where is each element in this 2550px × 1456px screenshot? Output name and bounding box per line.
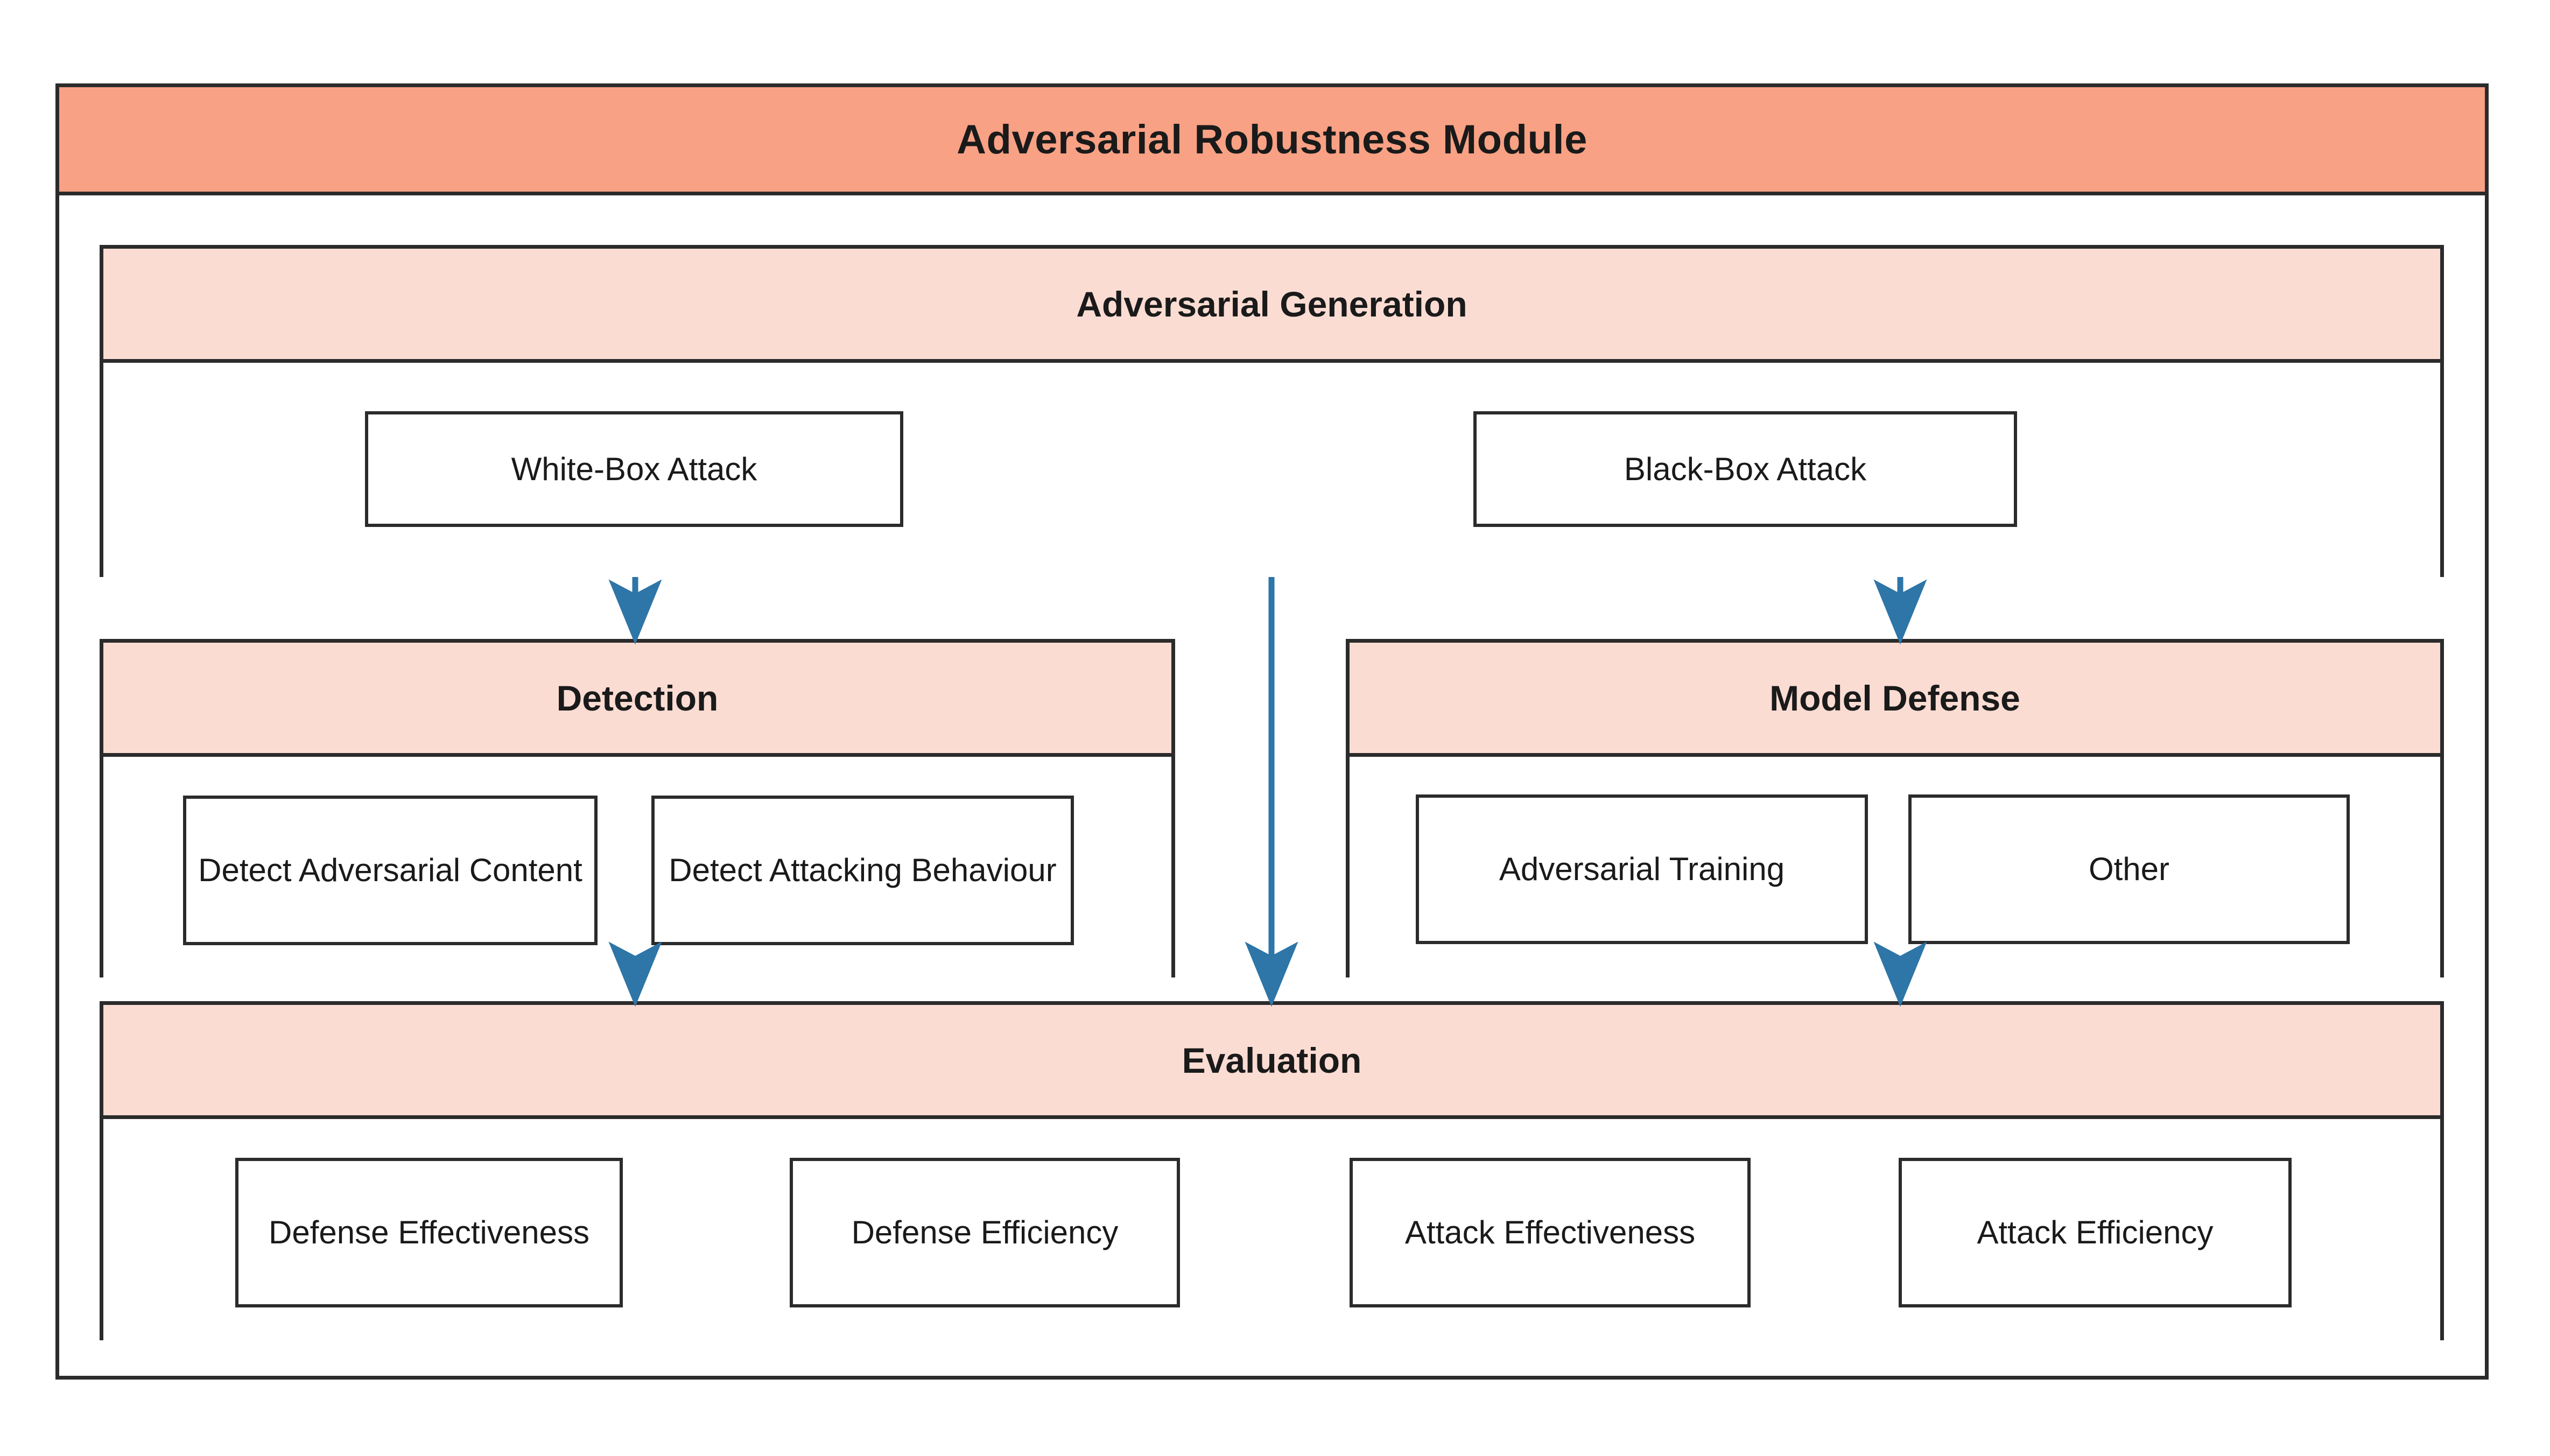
module-title-bar: Adversarial Robustness Module: [55, 83, 2489, 195]
node-attack-efficiency[interactable]: Attack Efficiency: [1899, 1158, 2292, 1307]
node-detect-adversarial-content[interactable]: Detect Adversarial Content: [183, 796, 598, 945]
section-detection: Detection Detect Adversarial Content Det…: [100, 639, 1175, 977]
node-label: Adversarial Training: [1499, 851, 1785, 888]
section-body-model-defense: Adversarial Training Other: [1350, 757, 2440, 977]
section-header-detection: Detection: [103, 643, 1171, 757]
section-body-detection: Detect Adversarial Content Detect Attack…: [103, 757, 1171, 977]
node-black-box-attack[interactable]: Black-Box Attack: [1473, 411, 2017, 527]
section-title-model-defense: Model Defense: [1769, 678, 2020, 718]
section-model-defense: Model Defense Adversarial Training Other: [1346, 639, 2444, 977]
node-white-box-attack[interactable]: White-Box Attack: [365, 411, 903, 527]
node-attack-effectiveness[interactable]: Attack Effectiveness: [1350, 1158, 1751, 1307]
node-label: Attack Efficiency: [1977, 1214, 2214, 1251]
node-other[interactable]: Other: [1908, 794, 2350, 944]
node-defense-efficiency[interactable]: Defense Efficiency: [790, 1158, 1180, 1307]
section-title-detection: Detection: [556, 678, 719, 718]
section-evaluation: Evaluation Defense Effectiveness Defense…: [100, 1001, 2444, 1340]
section-title-evaluation: Evaluation: [1182, 1040, 1362, 1080]
section-header-evaluation: Evaluation: [103, 1005, 2440, 1119]
node-detect-attacking-behaviour[interactable]: Detect Attacking Behaviour: [651, 796, 1074, 945]
section-header-adversarial-generation: Adversarial Generation: [103, 249, 2440, 363]
node-adversarial-training[interactable]: Adversarial Training: [1416, 794, 1868, 944]
node-label: Attack Effectiveness: [1404, 1214, 1696, 1251]
node-label: Black-Box Attack: [1624, 451, 1867, 487]
node-label: Detect Attacking Behaviour: [669, 852, 1057, 889]
section-title-adversarial-generation: Adversarial Generation: [1076, 284, 1467, 324]
section-body-evaluation: Defense Effectiveness Defense Efficiency…: [103, 1119, 2440, 1340]
section-body-adversarial-generation: White-Box Attack Black-Box Attack: [103, 363, 2440, 577]
node-label: White-Box Attack: [511, 451, 757, 487]
node-label: Defense Efficiency: [851, 1214, 1119, 1251]
node-label: Other: [2088, 851, 2170, 888]
section-adversarial-generation: Adversarial Generation White-Box Attack …: [100, 245, 2444, 577]
node-label: Defense Effectiveness: [269, 1214, 589, 1251]
section-header-model-defense: Model Defense: [1350, 643, 2440, 757]
node-label: Detect Adversarial Content: [198, 852, 582, 889]
page-title: Adversarial Robustness Module: [957, 116, 1587, 163]
node-defense-effectiveness[interactable]: Defense Effectiveness: [235, 1158, 623, 1307]
